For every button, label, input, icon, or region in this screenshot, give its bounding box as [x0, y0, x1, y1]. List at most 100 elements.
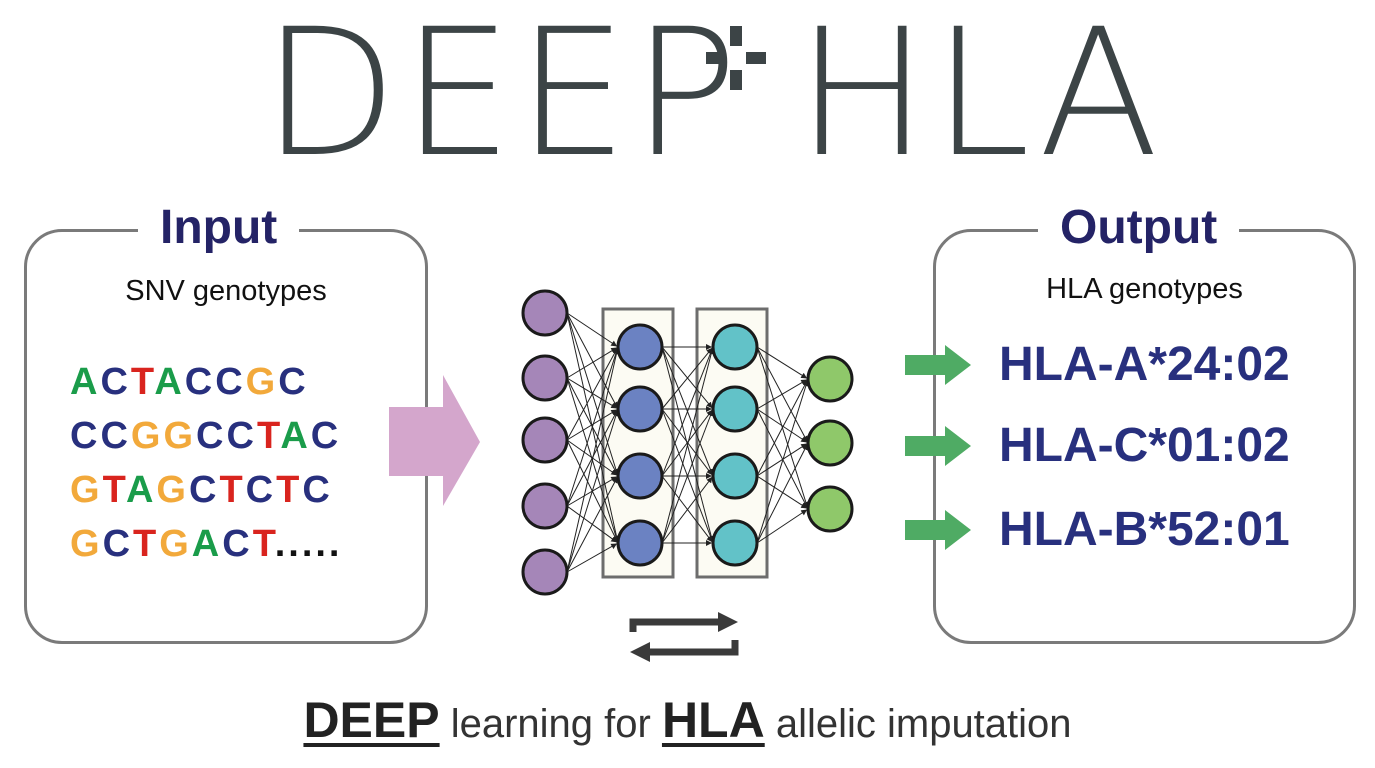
tagline-deep: DEEP — [303, 692, 440, 748]
nucleotide-g: G — [245, 361, 279, 403]
network-connection — [661, 347, 713, 410]
sequence-line: CCGGCCTAC — [70, 409, 343, 463]
output-arrow-icon — [905, 345, 971, 385]
input-arrow-icon — [389, 375, 480, 506]
hidden-node — [616, 452, 664, 500]
nucleotide-c: C — [70, 415, 101, 457]
hidden-node — [711, 519, 759, 567]
network-connection — [566, 347, 620, 573]
network-connection — [756, 346, 808, 379]
hidden-node — [616, 519, 664, 567]
network-connection — [566, 409, 618, 441]
network-connection — [661, 347, 715, 544]
network-connection — [756, 443, 808, 477]
iteration-cycle-icon — [629, 612, 739, 662]
nucleotide-a: A — [280, 415, 311, 457]
network-connection — [661, 409, 714, 544]
network-connection — [566, 347, 618, 441]
nucleotide-g: G — [70, 523, 103, 565]
network-connection — [756, 379, 808, 477]
hidden-node — [711, 323, 759, 371]
output-subtitle: HLA genotypes — [1046, 273, 1243, 305]
sequence-line: GCTGACT..... — [70, 517, 343, 571]
nucleotide-c: C — [100, 415, 131, 457]
nucleotide-t: T — [256, 415, 281, 457]
tagline-text-2: allelic imputation — [764, 702, 1072, 746]
nucleotide-g: G — [159, 523, 192, 565]
hla-allele-label: HLA-C*01:02 — [999, 419, 1290, 472]
sequence-ellipsis: ..... — [274, 523, 343, 565]
logo-plus-icon — [706, 26, 766, 90]
output-node — [806, 355, 854, 403]
network-connection — [756, 509, 808, 544]
network-connection — [756, 408, 808, 509]
nucleotide-c: C — [310, 415, 342, 457]
network-connection — [661, 346, 713, 409]
nucleotide-c: C — [226, 415, 257, 457]
nucleotide-t: T — [276, 469, 303, 511]
network-connection — [566, 543, 618, 573]
tagline-hla: HLA — [661, 692, 765, 748]
nucleotide-a: A — [70, 361, 101, 403]
nucleotide-c: C — [100, 361, 131, 403]
nucleotide-c: C — [188, 469, 220, 511]
sequence-line: GTAGCTCTC — [70, 463, 343, 517]
nucleotide-t: T — [252, 523, 275, 565]
hla-allele-label: HLA-A*24:02 — [999, 338, 1290, 391]
nucleotide-g: G — [130, 415, 164, 457]
network-connection — [756, 443, 808, 544]
network-connection — [661, 475, 713, 543]
hidden-node — [711, 385, 759, 433]
nucleotide-c: C — [245, 469, 277, 511]
hla-allele-label: HLA-B*52:01 — [999, 503, 1290, 556]
nucleotide-a: A — [191, 523, 223, 565]
nucleotide-c: C — [302, 469, 333, 511]
nucleotide-c: C — [278, 361, 309, 403]
output-panel — [933, 229, 1356, 644]
nucleotide-c: C — [102, 523, 134, 565]
network-connection — [661, 476, 713, 544]
network-connection — [566, 377, 618, 476]
network-connection — [566, 476, 618, 507]
network-connection — [756, 379, 809, 544]
tagline-text-1: learning for — [439, 702, 662, 746]
input-node — [521, 548, 569, 596]
input-subtitle: SNV genotypes — [125, 275, 327, 307]
nucleotide-t: T — [219, 469, 246, 511]
logo-deep-text: DEEP — [262, 0, 743, 196]
output-title: Output — [1038, 200, 1240, 256]
network-connection — [566, 476, 618, 573]
network-connection — [566, 409, 618, 507]
logo-hla-text: HLA — [796, 0, 1163, 196]
network-connection — [566, 312, 618, 347]
network-connection — [756, 475, 808, 509]
input-title: Input — [138, 200, 300, 256]
nucleotide-c: C — [222, 523, 253, 565]
nucleotide-g: G — [70, 469, 103, 511]
input-node — [521, 354, 569, 402]
nucleotide-g: G — [163, 415, 197, 457]
input-node — [521, 416, 569, 464]
nucleotide-t: T — [102, 469, 126, 511]
network-connection — [566, 347, 618, 379]
nucleotide-a: A — [154, 361, 185, 403]
nucleotide-g: G — [156, 469, 189, 511]
logo: DEEP HLA — [0, 0, 1375, 182]
network-connection — [566, 312, 618, 409]
output-arrow-icon — [905, 426, 971, 466]
hidden-node — [616, 323, 664, 371]
nucleotide-c: C — [215, 361, 246, 403]
input-node — [521, 482, 569, 530]
network-connection — [566, 439, 618, 476]
nucleotide-c: C — [196, 415, 227, 457]
tagline: DEEP learning for HLA allelic imputation — [0, 690, 1375, 754]
network-connection — [661, 408, 713, 476]
network-connection — [661, 347, 714, 477]
network-connection — [566, 347, 619, 507]
network-connection — [661, 346, 714, 476]
output-node — [806, 485, 854, 533]
nucleotide-t: T — [133, 523, 160, 565]
nucleotide-t: T — [130, 361, 155, 403]
